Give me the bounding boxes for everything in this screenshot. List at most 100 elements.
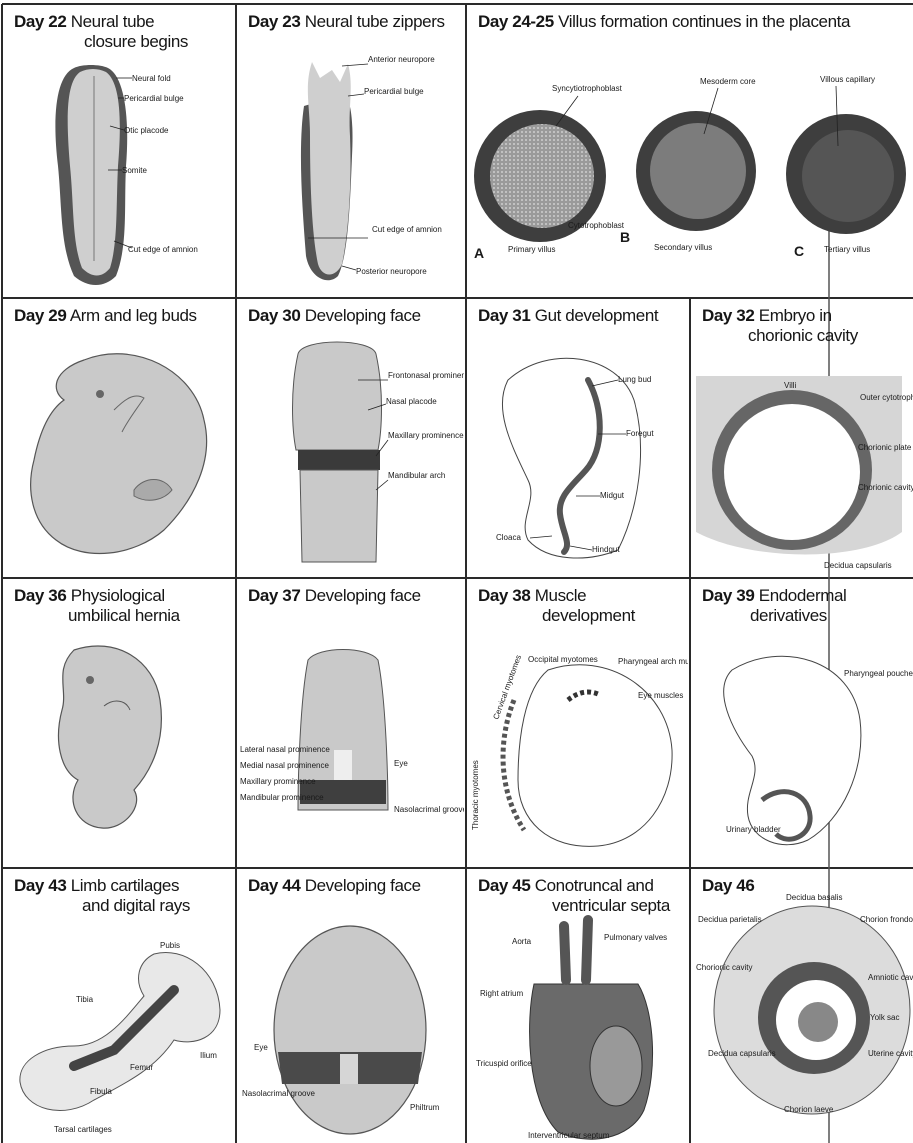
svg-text:Aorta: Aorta [512,937,532,946]
svg-text:Midgut: Midgut [600,491,625,500]
svg-text:Cytotrophoblast: Cytotrophoblast [568,221,625,230]
embryo-outline [502,358,640,558]
svg-text:Otic placode: Otic placode [124,126,169,135]
svg-text:Right atrium: Right atrium [480,989,523,998]
svg-text:Medial nasal prominence: Medial nasal prominence [240,761,329,770]
svg-text:Secondary villus: Secondary villus [654,243,712,252]
svg-text:Primary villus: Primary villus [508,245,556,254]
uterus-decidua-illustration: Decidua basalis Decidua parietalis Chori… [692,870,913,1143]
developing-face-illustration: Frontonasal prominence Nasal placode Max… [238,300,464,576]
cell-day-46: Day 46 Decidua basalis Decidua parietali… [692,870,913,1143]
endodermal-derivatives-illustration: Pharyngeal pouches Urinary bladder [692,580,913,866]
cell-day-37: Day 37 Developing face Lateral nasal pro… [238,580,464,866]
svg-text:Tertiary villus: Tertiary villus [824,245,870,254]
svg-text:Tarsal cartilages: Tarsal cartilages [54,1125,112,1134]
svg-text:Philtrum: Philtrum [410,1103,440,1112]
svg-text:Decidua capsularis: Decidua capsularis [824,561,892,570]
svg-text:Pericardial bulge: Pericardial bulge [124,94,184,103]
cell-day-31: Day 31 Gut development Lung bud Foregut … [468,300,688,576]
svg-text:Cloaca: Cloaca [496,533,521,542]
cell-day-39: Day 39 Endodermal derivatives Pharyngeal… [692,580,913,866]
developing-face-44-illustration: Eye Nasolacrimal groove Philtrum [238,870,464,1143]
muscle-development-illustration: Occipital myotomes Pharyngeal arch muscl… [468,580,688,866]
svg-text:Pharyngeal pouches: Pharyngeal pouches [844,669,913,678]
svg-text:Villous capillary: Villous capillary [820,75,875,84]
cell-day-30: Day 30 Developing face Frontonasal promi… [238,300,464,576]
svg-text:Posterior neuropore: Posterior neuropore [356,267,427,276]
svg-text:Interventricular septum: Interventricular septum [528,1131,610,1140]
svg-text:Syncytiotrophoblast: Syncytiotrophoblast [552,84,623,93]
cell-day-24-25: Day 24-25 Villus formation continues in … [468,6,913,296]
svg-text:Nasolacrimal groove: Nasolacrimal groove [394,805,464,814]
svg-text:Amniotic cavity: Amniotic cavity [868,973,913,982]
svg-text:Frontonasal prominence: Frontonasal prominence [388,371,464,380]
umbilical-hernia-illustration [4,580,234,866]
neural-tube-zipper-illustration: Anterior neuropore Pericardial bulge Cut… [238,6,464,296]
svg-text:Nasolacrimal groove: Nasolacrimal groove [242,1089,315,1098]
svg-text:Maxillary prominence: Maxillary prominence [388,431,464,440]
svg-text:Anterior neuropore: Anterior neuropore [368,55,435,64]
frontonasal-shape [293,342,382,450]
svg-text:Pericardial bulge: Pericardial bulge [364,87,424,96]
svg-text:Cut edge of amnion: Cut edge of amnion [128,245,198,254]
villus-formation-illustration: Syncytiotrophoblast Mesoderm core Villou… [468,6,913,296]
gut-development-illustration: Lung bud Foregut Midgut Cloaca Hindgut [468,300,688,576]
neural-tube-illustration: Neural fold Pericardial bulge Otic placo… [4,6,234,296]
cell-day-38: Day 38 Muscle development Occipital myot… [468,580,688,866]
chorionic-cavity [724,404,860,540]
embryo-shape [59,646,162,828]
chorionic-cavity-illustration: Villi Outer cytotrophoblast shell Chorio… [692,300,913,576]
svg-text:Cut edge of amnion: Cut edge of amnion [372,225,442,234]
cell-day-45: Day 45 Conotruncal and ventricular septa… [468,870,688,1143]
embryo-shape [31,354,207,554]
cell-day-44: Day 44 Developing face Eye Nasolacrimal … [238,870,464,1143]
svg-text:Chorionic cavity: Chorionic cavity [858,483,913,492]
svg-text:Mandibular arch: Mandibular arch [388,471,445,480]
svg-text:Pulmonary valves: Pulmonary valves [604,933,667,942]
developing-face-37-illustration: Lateral nasal prominence Medial nasal pr… [238,580,464,866]
face-shape [274,926,426,1134]
svg-text:Chorionic plate: Chorionic plate [858,443,912,452]
cell-day-22: Day 22 Neural tube closure begins Neural… [4,6,234,296]
svg-text:Chorion frondosum: Chorion frondosum [860,915,913,924]
svg-text:Eye: Eye [254,1043,268,1052]
cell-day-29: Day 29 Arm and leg buds [4,300,234,576]
svg-text:Cervical myotomes: Cervical myotomes [491,654,523,721]
svg-text:Lung bud: Lung bud [618,375,651,384]
svg-text:Mandibular prominence: Mandibular prominence [240,793,324,802]
limb-cartilages-illustration: Pubis Tibia Ilium Femur Fibula Tarsal ca… [4,870,234,1143]
svg-text:Uterine cavity: Uterine cavity [868,1049,913,1058]
svg-text:Hindgut: Hindgut [592,545,620,554]
svg-text:Ilium: Ilium [200,1051,217,1060]
svg-text:Maxillary prominence: Maxillary prominence [240,777,316,786]
svg-text:Pharyngeal arch muscles: Pharyngeal arch muscles [618,657,688,666]
cell-day-36: Day 36 Physiological umbilical hernia [4,580,234,866]
svg-text:Fibula: Fibula [90,1087,112,1096]
svg-text:Eye muscles: Eye muscles [638,691,683,700]
svg-text:Lateral nasal prominence: Lateral nasal prominence [240,745,330,754]
svg-text:Thoracic myotomes: Thoracic myotomes [471,760,480,830]
svg-text:Decidua basalis: Decidua basalis [786,893,842,902]
embryo-limb-buds-illustration [4,300,234,576]
svg-text:Urinary bladder: Urinary bladder [726,825,781,834]
svg-text:Occipital myotomes: Occipital myotomes [528,655,598,664]
svg-text:Femur: Femur [130,1063,153,1072]
svg-text:B: B [620,229,630,245]
svg-text:A: A [474,245,484,261]
cell-day-43: Day 43 Limb cartilages and digital rays … [4,870,234,1143]
cell-day-32: Day 32 Embryo in chorionic cavity Villi … [692,300,913,576]
svg-text:Tricuspid orifice: Tricuspid orifice [476,1059,532,1068]
svg-text:Villi: Villi [784,381,797,390]
svg-text:Chorion laeve: Chorion laeve [784,1105,834,1114]
svg-text:Yolk sac: Yolk sac [870,1013,900,1022]
svg-text:Decidua capsularis: Decidua capsularis [708,1049,776,1058]
svg-text:Decidua parietalis: Decidua parietalis [698,915,762,924]
svg-text:Neural fold: Neural fold [132,74,171,83]
svg-text:Chorionic cavity: Chorionic cavity [696,963,752,972]
svg-text:Nasal placode: Nasal placode [386,397,437,406]
svg-text:C: C [794,243,804,259]
svg-text:Tibia: Tibia [76,995,94,1004]
heart-septa-illustration: Aorta Pulmonary valves Right atrium Tric… [468,870,688,1143]
svg-text:Pubis: Pubis [160,941,180,950]
